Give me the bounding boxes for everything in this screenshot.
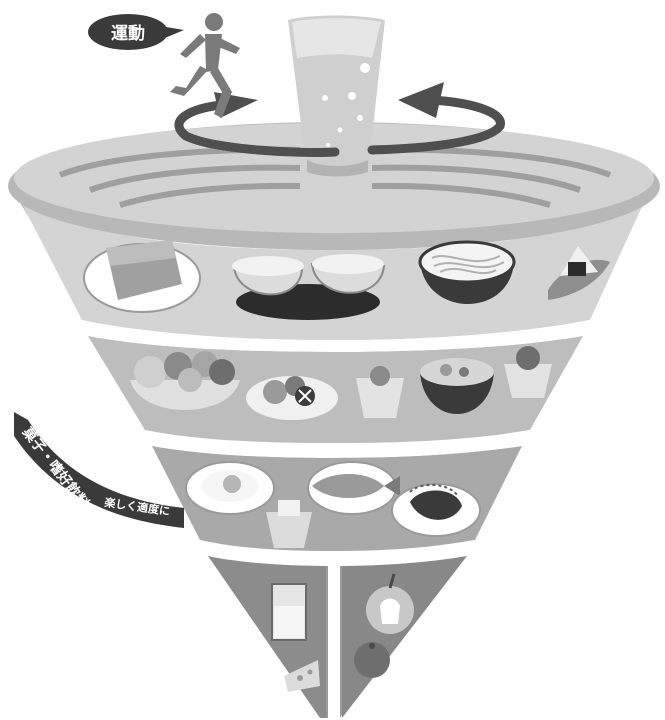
meat-plate-icon	[392, 484, 480, 536]
snack-label-main: 菓子・嗜好飲料	[18, 423, 92, 511]
salad-plate-icon	[246, 376, 338, 420]
fried-egg-plate-icon	[186, 462, 274, 514]
tier-milk-fruit-divider	[328, 566, 340, 718]
tier-fruit-band	[342, 556, 467, 718]
exercise-label: 運動	[111, 23, 145, 44]
tier-milk-band	[208, 556, 326, 718]
milk-glass-icon	[272, 584, 306, 640]
exercise-speech-bubble: 運動	[88, 14, 184, 50]
mandarin-icon	[354, 642, 390, 678]
